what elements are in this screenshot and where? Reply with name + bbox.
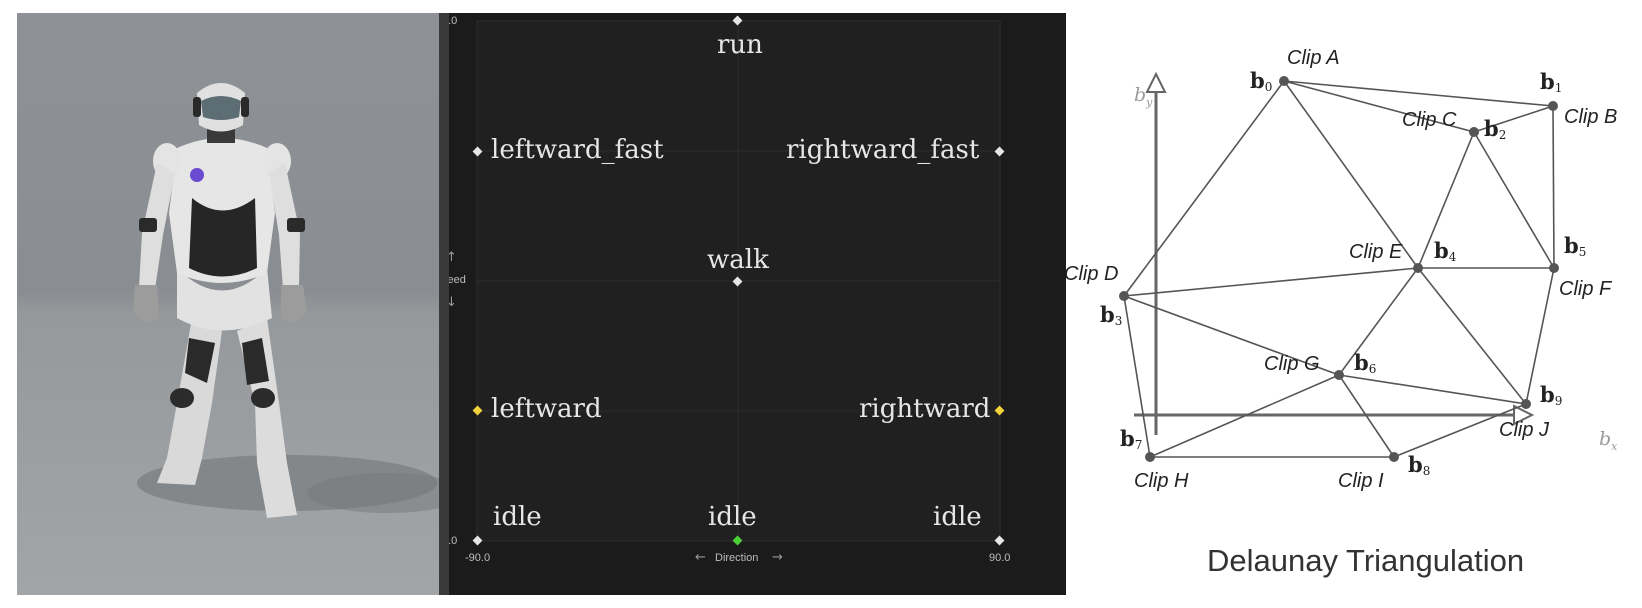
clip-label-a: Clip A xyxy=(1287,47,1340,69)
point-label-b7: b7 xyxy=(1120,426,1143,452)
direction-max-label: 90.0 xyxy=(989,552,1011,564)
triangulation-edges xyxy=(1123,80,1555,458)
clip-label-b: Clip B xyxy=(1564,106,1618,128)
label-rightward-fast: rightward_fast xyxy=(786,135,980,165)
sample-point-idle-center[interactable] xyxy=(732,535,743,546)
vertex-b6 xyxy=(1334,370,1344,380)
diagram-title: Delaunay Triangulation xyxy=(1207,543,1525,578)
speed-max-label: 3.0 xyxy=(442,15,458,27)
direction-min-label: -90.0 xyxy=(465,552,491,564)
label-idle-right: idle xyxy=(933,502,982,532)
clip-label-e: Clip E xyxy=(1349,241,1403,263)
vertex-b1 xyxy=(1548,101,1558,111)
delaunay-graph xyxy=(1119,71,1559,462)
y-axis-arrow xyxy=(1145,71,1167,93)
speed-min-label: 0.0 xyxy=(442,535,458,547)
vertex-b4 xyxy=(1413,263,1423,273)
clip-label-g: Clip G xyxy=(1264,353,1320,375)
clip-label-h: Clip H xyxy=(1134,470,1189,492)
arrow-right-icon: → xyxy=(772,550,783,565)
vertex-b8 xyxy=(1389,452,1399,462)
sample-point-idle-right[interactable] xyxy=(994,535,1005,546)
point-label-b6: b6 xyxy=(1354,350,1377,376)
vertex-b0 xyxy=(1279,76,1289,86)
point-label-b5: b5 xyxy=(1564,233,1587,259)
vertex-b2 xyxy=(1469,127,1479,137)
point-label-b3: b3 xyxy=(1100,302,1123,328)
vertex-b9 xyxy=(1521,399,1531,409)
blend-space-grid xyxy=(472,15,1005,546)
character-viewport[interactable] xyxy=(17,13,439,595)
vertex-b5 xyxy=(1549,263,1559,273)
point-label-b9: b9 xyxy=(1540,382,1563,408)
label-idle-left: idle xyxy=(493,502,542,532)
direction-axis-label: Direction xyxy=(715,552,759,564)
panel-divider[interactable] xyxy=(439,13,449,595)
speed-axis-label: Speed xyxy=(439,274,466,286)
point-label-b0: b0 xyxy=(1250,68,1273,94)
label-run: run xyxy=(717,30,763,60)
sample-point-walk[interactable] xyxy=(732,276,743,287)
x-axis-label: bx xyxy=(1599,428,1618,453)
label-leftward-fast: leftward_fast xyxy=(491,135,664,165)
arrow-left-icon: ← xyxy=(695,550,706,565)
arrow-down-icon: ↓ xyxy=(446,295,457,310)
label-walk: walk xyxy=(707,245,769,275)
clip-label-d: Clip D xyxy=(1064,263,1119,285)
sample-point-idle-left[interactable] xyxy=(472,535,483,546)
clip-label-f: Clip F xyxy=(1559,278,1612,300)
label-rightward: rightward xyxy=(859,394,991,424)
sample-point-rightward[interactable] xyxy=(994,405,1005,416)
label-leftward: leftward xyxy=(491,394,602,424)
point-label-b8: b8 xyxy=(1408,452,1431,478)
sample-point-rightward-fast[interactable] xyxy=(994,146,1005,157)
clip-label-j: Clip J xyxy=(1499,419,1550,441)
vertex-b3 xyxy=(1119,291,1129,301)
delaunay-diagram: by bx Clip A Clip B Clip C Clip D Clip E… xyxy=(1064,0,1642,608)
point-label-b1: b1 xyxy=(1540,69,1563,95)
label-idle-center: idle xyxy=(708,502,757,532)
point-label-b4: b4 xyxy=(1434,238,1457,264)
point-label-b2: b2 xyxy=(1484,116,1507,142)
sample-point-run[interactable] xyxy=(732,15,743,26)
clip-label-i: Clip I xyxy=(1338,470,1384,492)
arrow-up-icon: ↑ xyxy=(446,250,457,265)
y-axis-label: by xyxy=(1134,84,1153,109)
vertex-b7 xyxy=(1145,452,1155,462)
blend-space-panel[interactable]: run leftward_fast rightward_fast walk le… xyxy=(439,13,1066,595)
character-figure xyxy=(133,83,439,518)
x-axis-arrow xyxy=(1513,404,1535,426)
triangulation-vertices xyxy=(1119,76,1559,462)
clip-label-c: Clip C xyxy=(1402,109,1457,131)
